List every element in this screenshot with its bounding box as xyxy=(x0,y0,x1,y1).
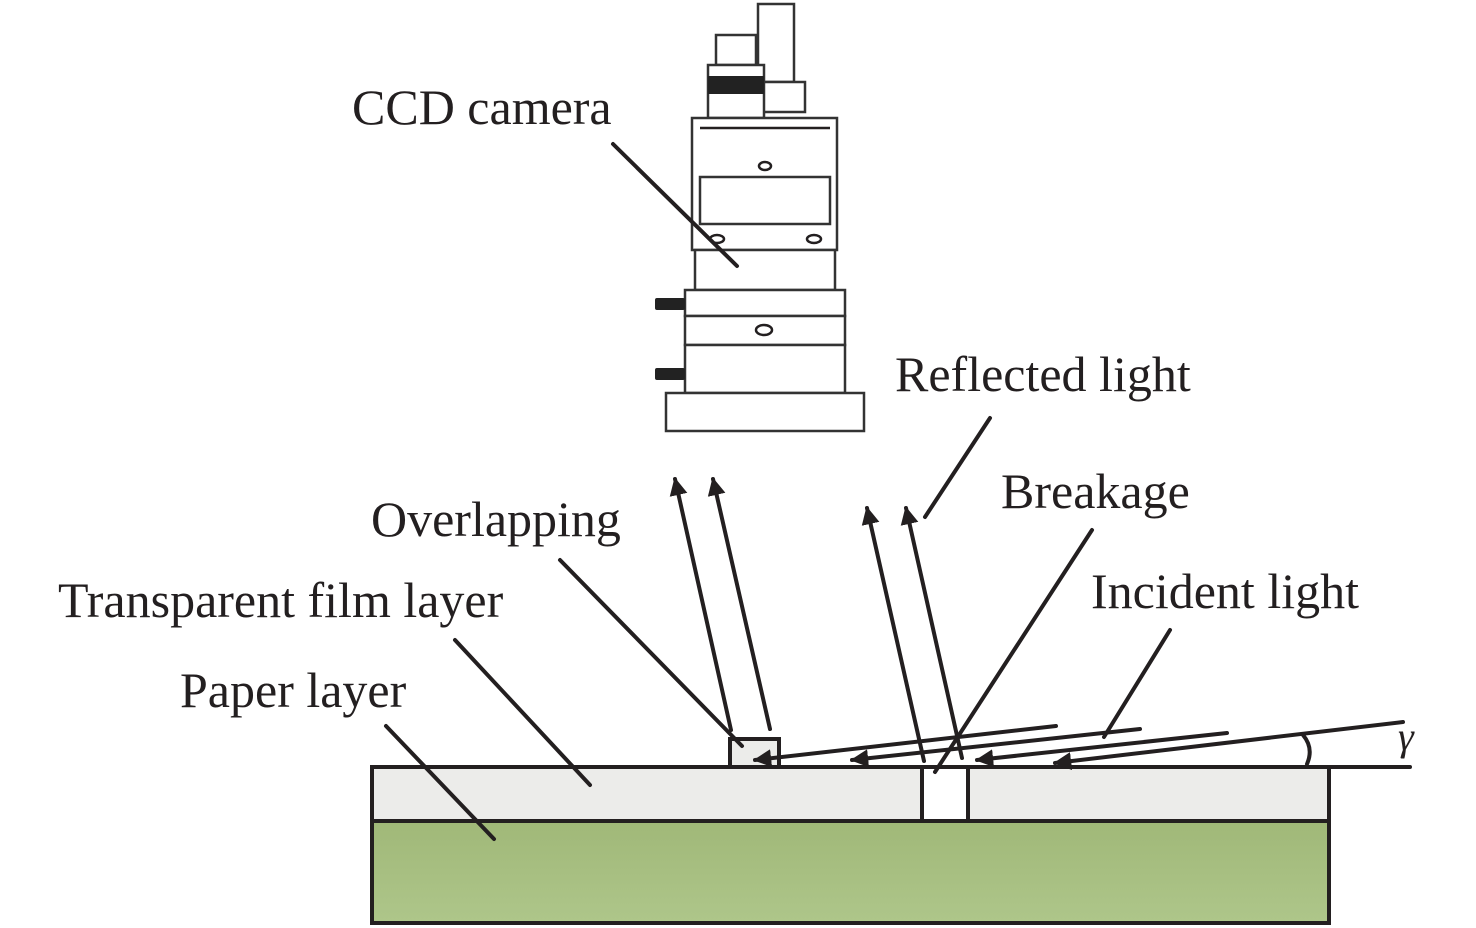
label-breakage: Breakage xyxy=(1001,463,1190,519)
angle-arc-icon xyxy=(1301,733,1312,766)
transparent-film-layer xyxy=(370,765,1331,823)
label-transparent-film-layer: Transparent film layer xyxy=(58,572,504,628)
leader-overlapping xyxy=(558,558,744,748)
reflected-ray xyxy=(861,506,926,763)
leader-paper-layer xyxy=(384,724,496,841)
leader-ccd-camera xyxy=(611,142,739,268)
label-angle-gamma: γ xyxy=(1398,714,1415,759)
incident-ray xyxy=(975,731,1229,768)
incident-ray xyxy=(850,727,1142,768)
reflected-ray xyxy=(707,477,772,731)
leader-incident-light xyxy=(1102,628,1172,739)
incident-ray xyxy=(1053,720,1405,771)
ccd-camera-icon xyxy=(655,2,866,433)
breakage-gap xyxy=(920,765,970,823)
paper-layer xyxy=(370,819,1331,925)
incident-ray xyxy=(753,724,1058,768)
leader-transparent-film xyxy=(453,638,592,787)
label-overlapping: Overlapping xyxy=(371,491,621,547)
label-paper-layer: Paper layer xyxy=(180,662,407,718)
label-incident-light: Incident light xyxy=(1091,563,1359,619)
reflected-ray xyxy=(900,506,964,760)
label-ccd-camera: CCD camera xyxy=(352,79,612,135)
label-reflected-light: Reflected light xyxy=(895,346,1191,402)
reflected-ray xyxy=(669,477,733,732)
leader-reflected-light xyxy=(923,416,992,519)
leader-breakage xyxy=(933,528,1094,774)
